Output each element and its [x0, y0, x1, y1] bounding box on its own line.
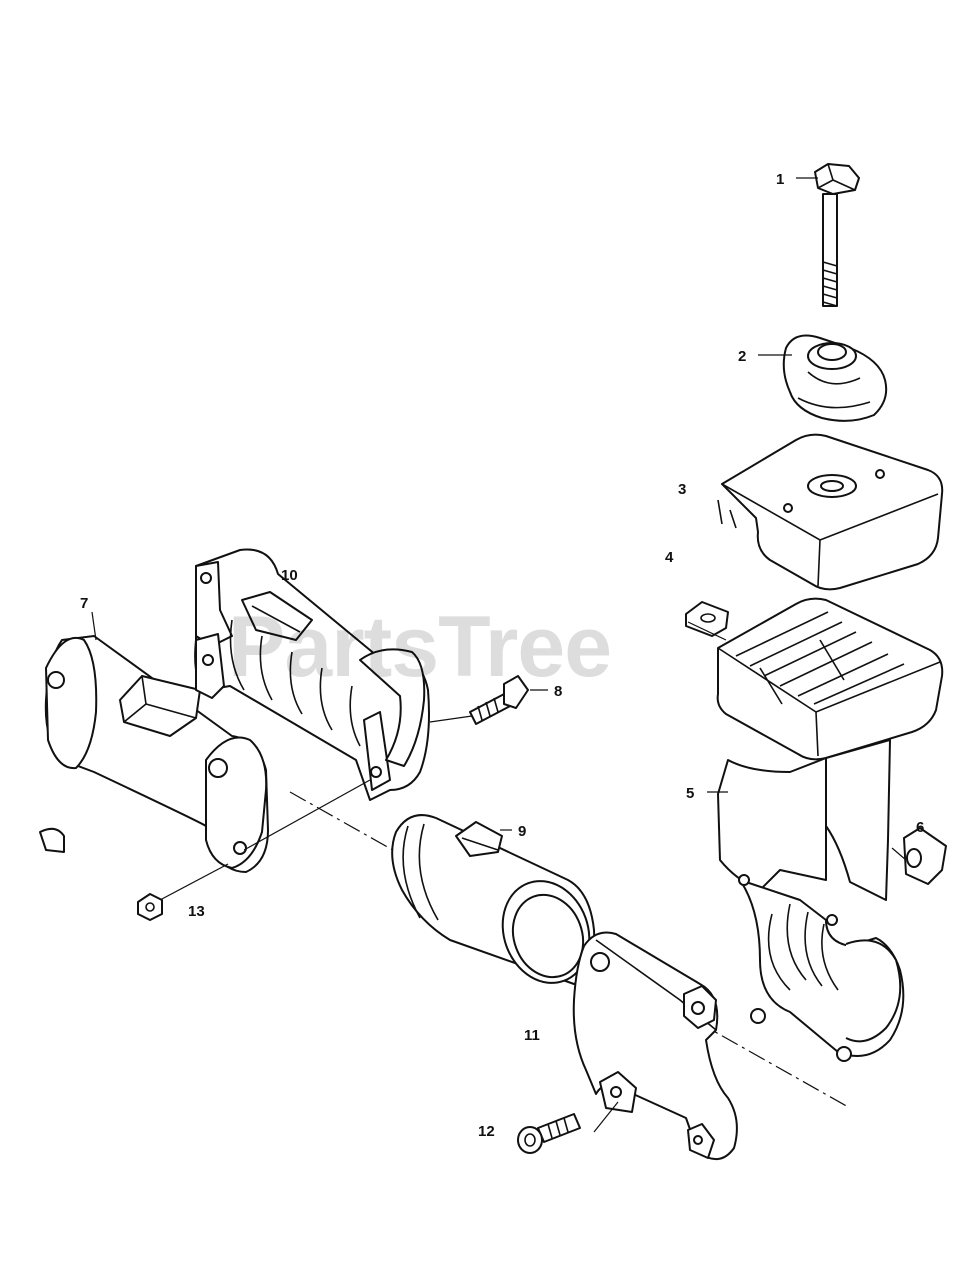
- callout-6: 6: [916, 819, 924, 836]
- callout-5: 5: [686, 785, 694, 802]
- part-6-clip[interactable]: [903, 827, 947, 885]
- callout-1: 1: [776, 171, 784, 188]
- part-5-handle-bracket[interactable]: [716, 597, 944, 1062]
- callout-3: 3: [678, 481, 686, 498]
- callout-4: 4: [665, 549, 674, 566]
- watermark-text: PartsTree: [228, 599, 611, 695]
- callout-2: 2: [738, 348, 746, 365]
- callout-10: 10: [281, 567, 298, 584]
- part-4-square-nut[interactable]: [685, 601, 729, 637]
- callout-13: 13: [188, 903, 205, 920]
- callout-11: 11: [524, 1027, 540, 1044]
- callout-9: 9: [518, 823, 526, 840]
- part-11-lower-clamp[interactable]: [572, 931, 738, 1160]
- part-1-bolt[interactable]: [814, 163, 860, 307]
- leader-lines: [91, 177, 907, 1133]
- callout-7: 7: [80, 595, 88, 612]
- part-13-nut[interactable]: [137, 893, 163, 921]
- part-12-screw[interactable]: [517, 1113, 581, 1154]
- part-7-clamp-half[interactable]: [39, 635, 269, 873]
- part-8-screw[interactable]: [469, 675, 529, 725]
- part-10-clamp-half[interactable]: [194, 548, 430, 801]
- callout-12: 12: [478, 1123, 495, 1140]
- part-9-sleeve[interactable]: [391, 814, 603, 995]
- part-2-wing-knob[interactable]: [782, 334, 888, 422]
- callout-8: 8: [554, 683, 562, 700]
- part-3-top-cap[interactable]: [717, 433, 944, 591]
